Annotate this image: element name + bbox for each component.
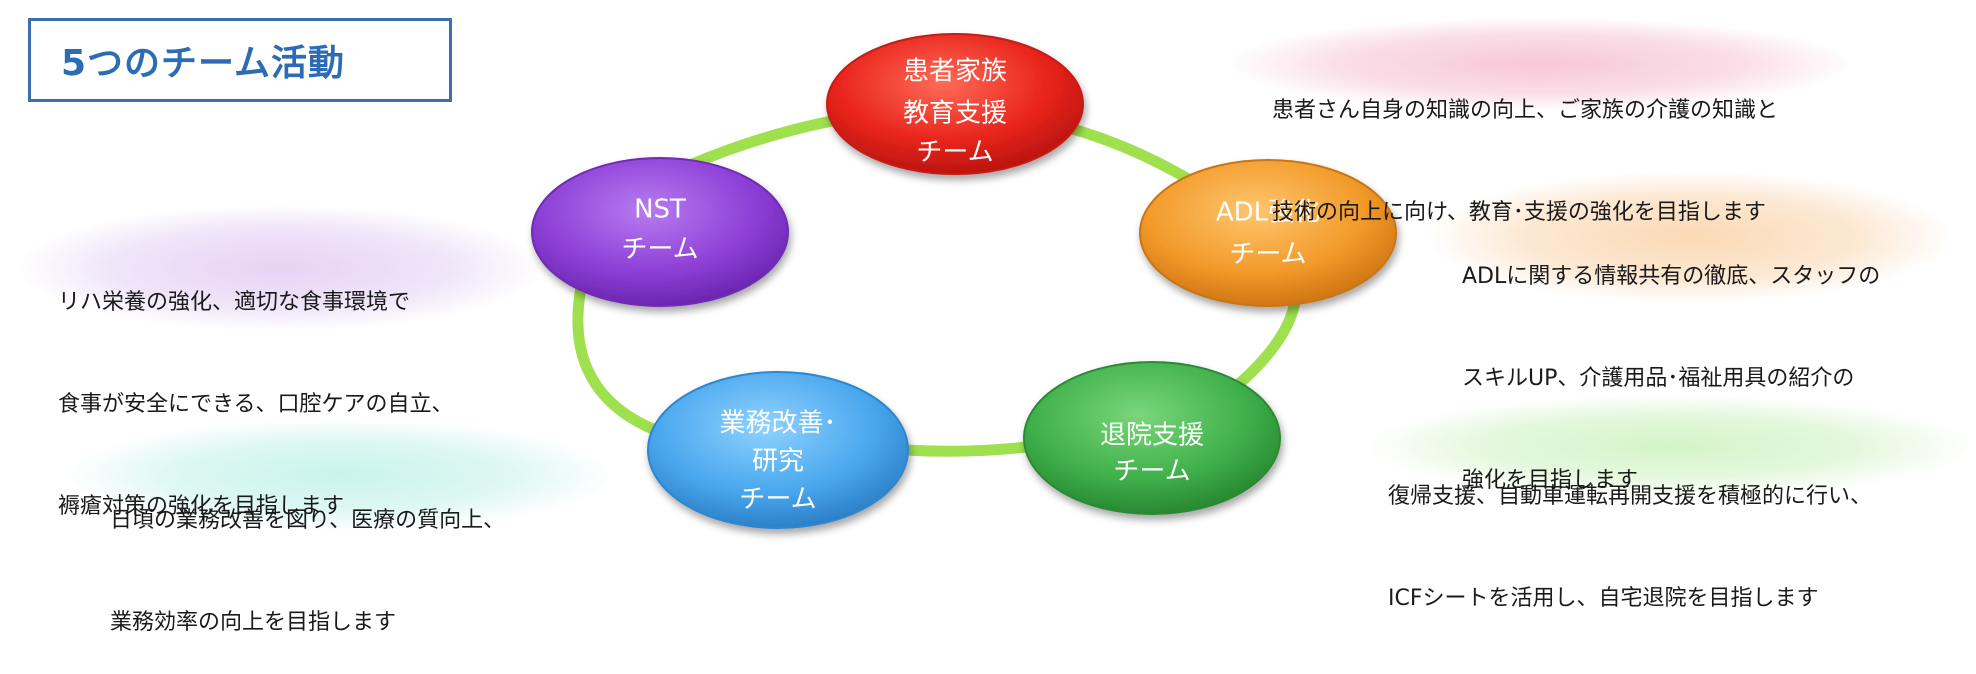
description-business-line-1: 日頃の業務改善を図り、医療の質向上、 xyxy=(110,508,506,533)
team-node-business xyxy=(647,371,909,529)
team-label-discharge-1: 退院支援 xyxy=(1100,421,1204,451)
description-adl-line-3: 強化を目指します xyxy=(1462,468,1639,493)
team-ellipse-patient xyxy=(826,33,1084,175)
team-label-patient-3: チーム xyxy=(916,138,993,168)
team-ellipse-business xyxy=(647,371,909,529)
team-label-patient-1: 患者家族 xyxy=(903,57,1007,87)
description-nst-line-2: 食事が安全にできる、口腔ケアの自立、 xyxy=(58,392,454,417)
team-ellipse-adl xyxy=(1139,159,1397,307)
description-discharge: 復帰支援、自動車運転再開支援を積極的に行い、 ICFシートを活用し、自宅退院を目… xyxy=(1388,412,1872,650)
glow-adl xyxy=(1430,172,1950,302)
team-node-nst xyxy=(531,157,789,307)
team-label-patient-2: 教育支援 xyxy=(903,99,1007,129)
team-label-business-2: 研究 xyxy=(752,447,804,477)
team-node-patient xyxy=(826,33,1084,175)
glow-nst xyxy=(20,206,540,330)
team-node-discharge xyxy=(1023,361,1281,515)
team-label-business-3: チーム xyxy=(739,485,816,515)
page-title: 5つのチーム活動 xyxy=(61,43,345,84)
team-label-nst-1: NST xyxy=(634,195,686,225)
team-ellipse-discharge xyxy=(1023,361,1281,515)
description-adl-line-2: スキルUP、介護用品･福祉用具の紹介の xyxy=(1462,366,1855,391)
team-node-adl xyxy=(1139,159,1397,307)
description-business-line-2: 業務効率の向上を目指します xyxy=(110,610,397,635)
team-label-nst-2: チーム xyxy=(621,235,698,265)
team-ellipse-nst xyxy=(531,157,789,307)
description-discharge-line-2: ICFシートを活用し、自宅退院を目指します xyxy=(1388,586,1819,611)
team-label-business-1: 業務改善･ xyxy=(719,409,836,439)
glow-patient xyxy=(1230,18,1850,110)
description-adl: ADLに関する情報共有の徹底、スタッフの スキルUP、介護用品･福祉用具の紹介の… xyxy=(1462,192,1880,532)
team-label-adl-1: ADL強化 xyxy=(1216,198,1320,228)
team-cycle-diagram: 患者家族 教育支援 チーム ADL強化 チーム 退院支援 チーム 業務改善･ 研… xyxy=(531,33,1397,529)
team-label-adl-2: チーム xyxy=(1229,240,1306,270)
glow-business xyxy=(70,420,610,530)
description-adl-line-1: ADLに関する情報共有の徹底、スタッフの xyxy=(1462,264,1881,289)
glow-discharge xyxy=(1370,396,1970,496)
description-patient: 患者さん自身の知識の向上、ご家族の介護の知識と 技術の向上に向け、教育･支援の強… xyxy=(1272,26,1778,264)
description-patient-line-2: 技術の向上に向け、教育･支援の強化を目指します xyxy=(1272,200,1766,225)
description-nst-line-1: リハ栄養の強化、適切な食事環境で xyxy=(58,290,411,315)
description-nst: リハ栄養の強化、適切な食事環境で 食事が安全にできる、口腔ケアの自立、 褥瘡対策… xyxy=(58,218,454,558)
description-discharge-line-1: 復帰支援、自動車運転再開支援を積極的に行い、 xyxy=(1388,484,1873,509)
team-label-discharge-2: チーム xyxy=(1113,457,1190,487)
description-patient-line-1: 患者さん自身の知識の向上、ご家族の介護の知識と xyxy=(1272,98,1779,123)
title-box: 5つのチーム活動 xyxy=(28,18,452,102)
description-nst-line-3: 褥瘡対策の強化を目指します xyxy=(58,494,345,519)
